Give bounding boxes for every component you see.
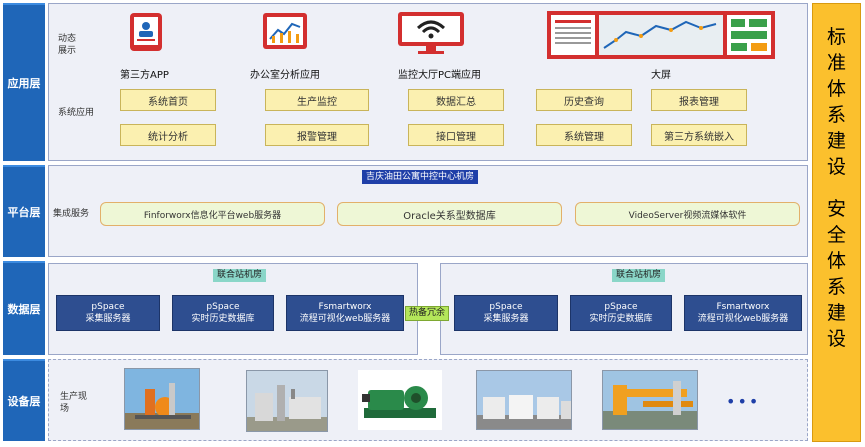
right-text-1-5: 设 [826,156,846,178]
right-text-2-4: 建 [826,302,846,324]
right-text-1-2: 体 [826,78,846,100]
oil-pump-photo [124,368,200,430]
layer-label-platform: 平台层 [3,165,45,257]
layer-label-data: 数据层 [3,261,45,355]
app-title-pc-monitor: 监控大厅PC端应用 [398,70,482,81]
production-site-label: 生产现 场 [60,392,88,414]
right-text-2-1: 全 [826,224,846,246]
platform-room-title: 吉庆油田公寓中控中心机房 [362,170,479,184]
func-system-home[interactable]: 系统首页 [120,89,216,111]
pipeline-site-photo [602,370,698,430]
right-text-1-0: 标 [826,26,846,48]
data-right-title: 联合站机房 [612,269,666,282]
app-title-third-party: 第三方APP [120,70,169,81]
data-left-title: 联合站机房 [213,269,267,282]
func-history-query[interactable]: 历史查询 [536,89,632,111]
server-videoserver[interactable]: VideoServer视频流媒体软件 [575,202,800,226]
func-production-monitor[interactable]: 生产监控 [265,89,369,111]
oil-tank-site-photo [246,370,328,432]
pump-machine-photo [358,370,442,430]
func-alarm-management[interactable]: 报警管理 [265,124,369,146]
app-title-big-screen: 大屏 [651,70,671,81]
standards-security-column: 标 准 体 系 建 设 安 全 体 系 建 设 [812,3,861,442]
system-app-label: 系统应用 [58,108,95,118]
server-finforworx[interactable]: Finforworx信息化平台web服务器 [100,202,325,226]
right-text-1-4: 建 [826,130,846,152]
server-oracle[interactable]: Oracle关系型数据库 [337,202,562,226]
layer-label-device: 设备层 [3,359,45,441]
right-text-1-1: 准 [826,52,846,74]
layer-label-app: 应用层 [3,3,45,161]
func-interface-management[interactable]: 接口管理 [408,124,504,146]
func-third-party-embed[interactable]: 第三方系统嵌入 [651,124,747,146]
storage-tanks-photo [476,370,572,430]
hot-standby-badge: 热备冗余 [405,306,450,321]
right-text-2-2: 体 [826,250,846,272]
more-devices-ellipsis: ••• [726,392,761,411]
right-text-2-3: 系 [826,276,846,298]
app-title-office-analysis: 办公室分析应用 [250,70,320,81]
func-data-summary[interactable]: 数据汇总 [408,89,504,111]
pc-wifi-monitor-icon [396,10,466,56]
func-statistics[interactable]: 统计分析 [120,124,216,146]
big-screen-map-icon [546,10,776,60]
right-text-1-3: 系 [826,104,846,126]
dynamic-label: 动态 展示 [58,34,77,56]
analytics-chart-icon [262,12,308,52]
func-system-management[interactable]: 系统管理 [536,124,632,146]
mobile-app-icon [128,11,164,53]
right-text-2-5: 设 [826,328,846,350]
integration-service-label: 集成服务 [53,209,90,219]
right-text-2-0: 安 [826,198,846,220]
func-report-management[interactable]: 报表管理 [651,89,747,111]
